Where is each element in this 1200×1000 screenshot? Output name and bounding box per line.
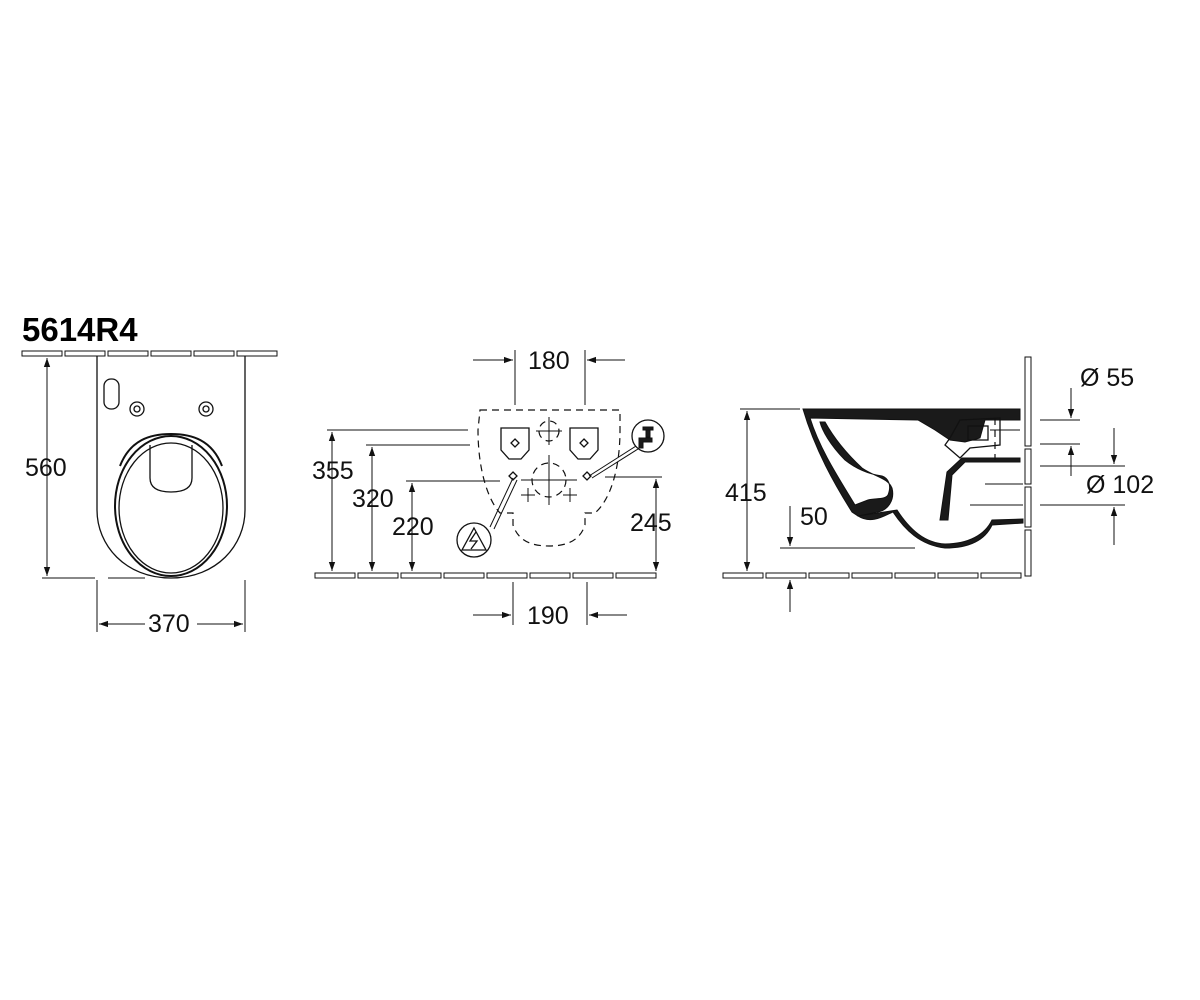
bolt-left-icon <box>129 401 145 417</box>
mount-plate-right <box>569 427 599 460</box>
rear-dashed-outline <box>477 409 621 547</box>
rear-floor <box>314 572 657 579</box>
flush-button-icon <box>103 378 120 410</box>
model-number: 5614R4 <box>22 311 138 348</box>
seat-ring-inner <box>118 442 224 574</box>
bolt-right-icon <box>198 401 214 417</box>
side-view: 415 50 Ø 55 Ø 102 <box>722 356 1154 612</box>
mount-plate-left <box>500 427 530 460</box>
height-dimension-label: 560 <box>25 454 67 482</box>
side-floor <box>722 572 1022 579</box>
outlet-diameter-label: Ø 102 <box>1086 471 1154 499</box>
bottom-span-label: 190 <box>527 602 569 630</box>
water-connection-point <box>582 471 592 481</box>
width-dimension-label: 370 <box>148 610 190 638</box>
electric-hazard-icon <box>456 522 492 558</box>
side-wall <box>1024 356 1032 577</box>
front-view: 560 370 <box>21 350 278 638</box>
side-offset-label: 50 <box>800 503 828 531</box>
dim-label-355: 355 <box>312 457 354 485</box>
electric-connection-point <box>508 471 518 481</box>
dim-label-320: 320 <box>352 485 394 513</box>
bowl-section <box>802 408 1021 517</box>
inlet-diameter-label: Ø 55 <box>1080 364 1134 392</box>
front-wall-top <box>21 350 278 357</box>
dim-label-220: 220 <box>392 513 434 541</box>
side-height-label: 415 <box>725 479 767 507</box>
bowl-outline <box>96 356 246 579</box>
top-span-label: 180 <box>528 347 570 375</box>
dim-label-245: 245 <box>630 509 672 537</box>
bowl-opening <box>149 445 193 493</box>
rear-view: 355 320 220 245 180 190 <box>312 347 672 630</box>
seat-ring-outer <box>114 435 228 577</box>
water-tap-icon <box>631 419 665 453</box>
